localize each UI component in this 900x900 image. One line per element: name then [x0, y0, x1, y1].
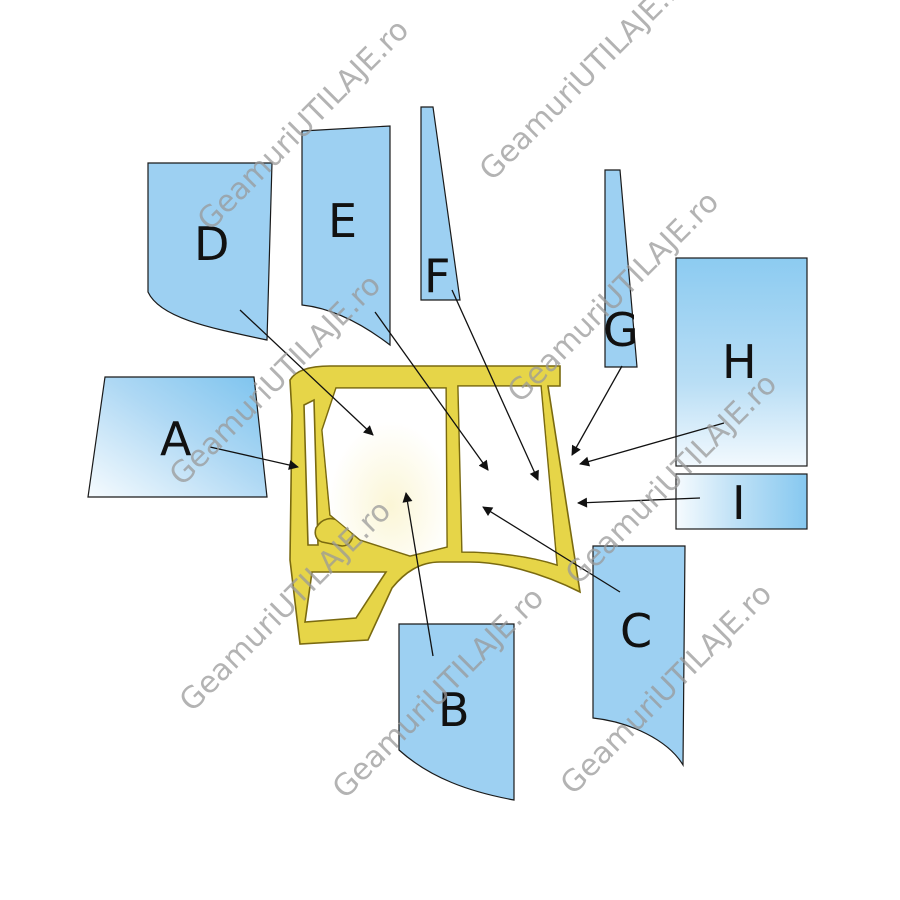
label-i: I — [732, 476, 746, 530]
pane-i — [675, 473, 808, 530]
label-b: B — [438, 683, 470, 737]
arrow-i — [577, 497, 701, 508]
arrow-b — [402, 492, 434, 657]
label-e: E — [328, 194, 357, 248]
pane-b — [398, 623, 515, 801]
label-f: F — [424, 249, 450, 303]
arrow-a — [209, 446, 299, 470]
arrow-g — [571, 365, 623, 456]
arrow-d — [239, 309, 374, 436]
pane-c — [592, 545, 686, 768]
pane-d — [147, 162, 273, 341]
arrow-h — [579, 422, 725, 467]
label-c: C — [620, 604, 652, 658]
label-a: A — [160, 412, 192, 466]
pane-a — [87, 376, 268, 498]
arrow-e — [374, 311, 489, 471]
label-h: H — [722, 335, 757, 389]
label-g: G — [603, 303, 639, 357]
pane-g — [604, 169, 638, 368]
label-d: D — [194, 217, 229, 271]
arrow-f — [451, 289, 539, 481]
pane-h — [675, 257, 808, 467]
pane-f — [420, 106, 461, 301]
watermark-text: GeamuriUTILAJE.ro — [473, 0, 698, 188]
pane-e — [301, 125, 391, 347]
cab-frame — [289, 365, 582, 645]
arrow-c — [482, 506, 621, 593]
